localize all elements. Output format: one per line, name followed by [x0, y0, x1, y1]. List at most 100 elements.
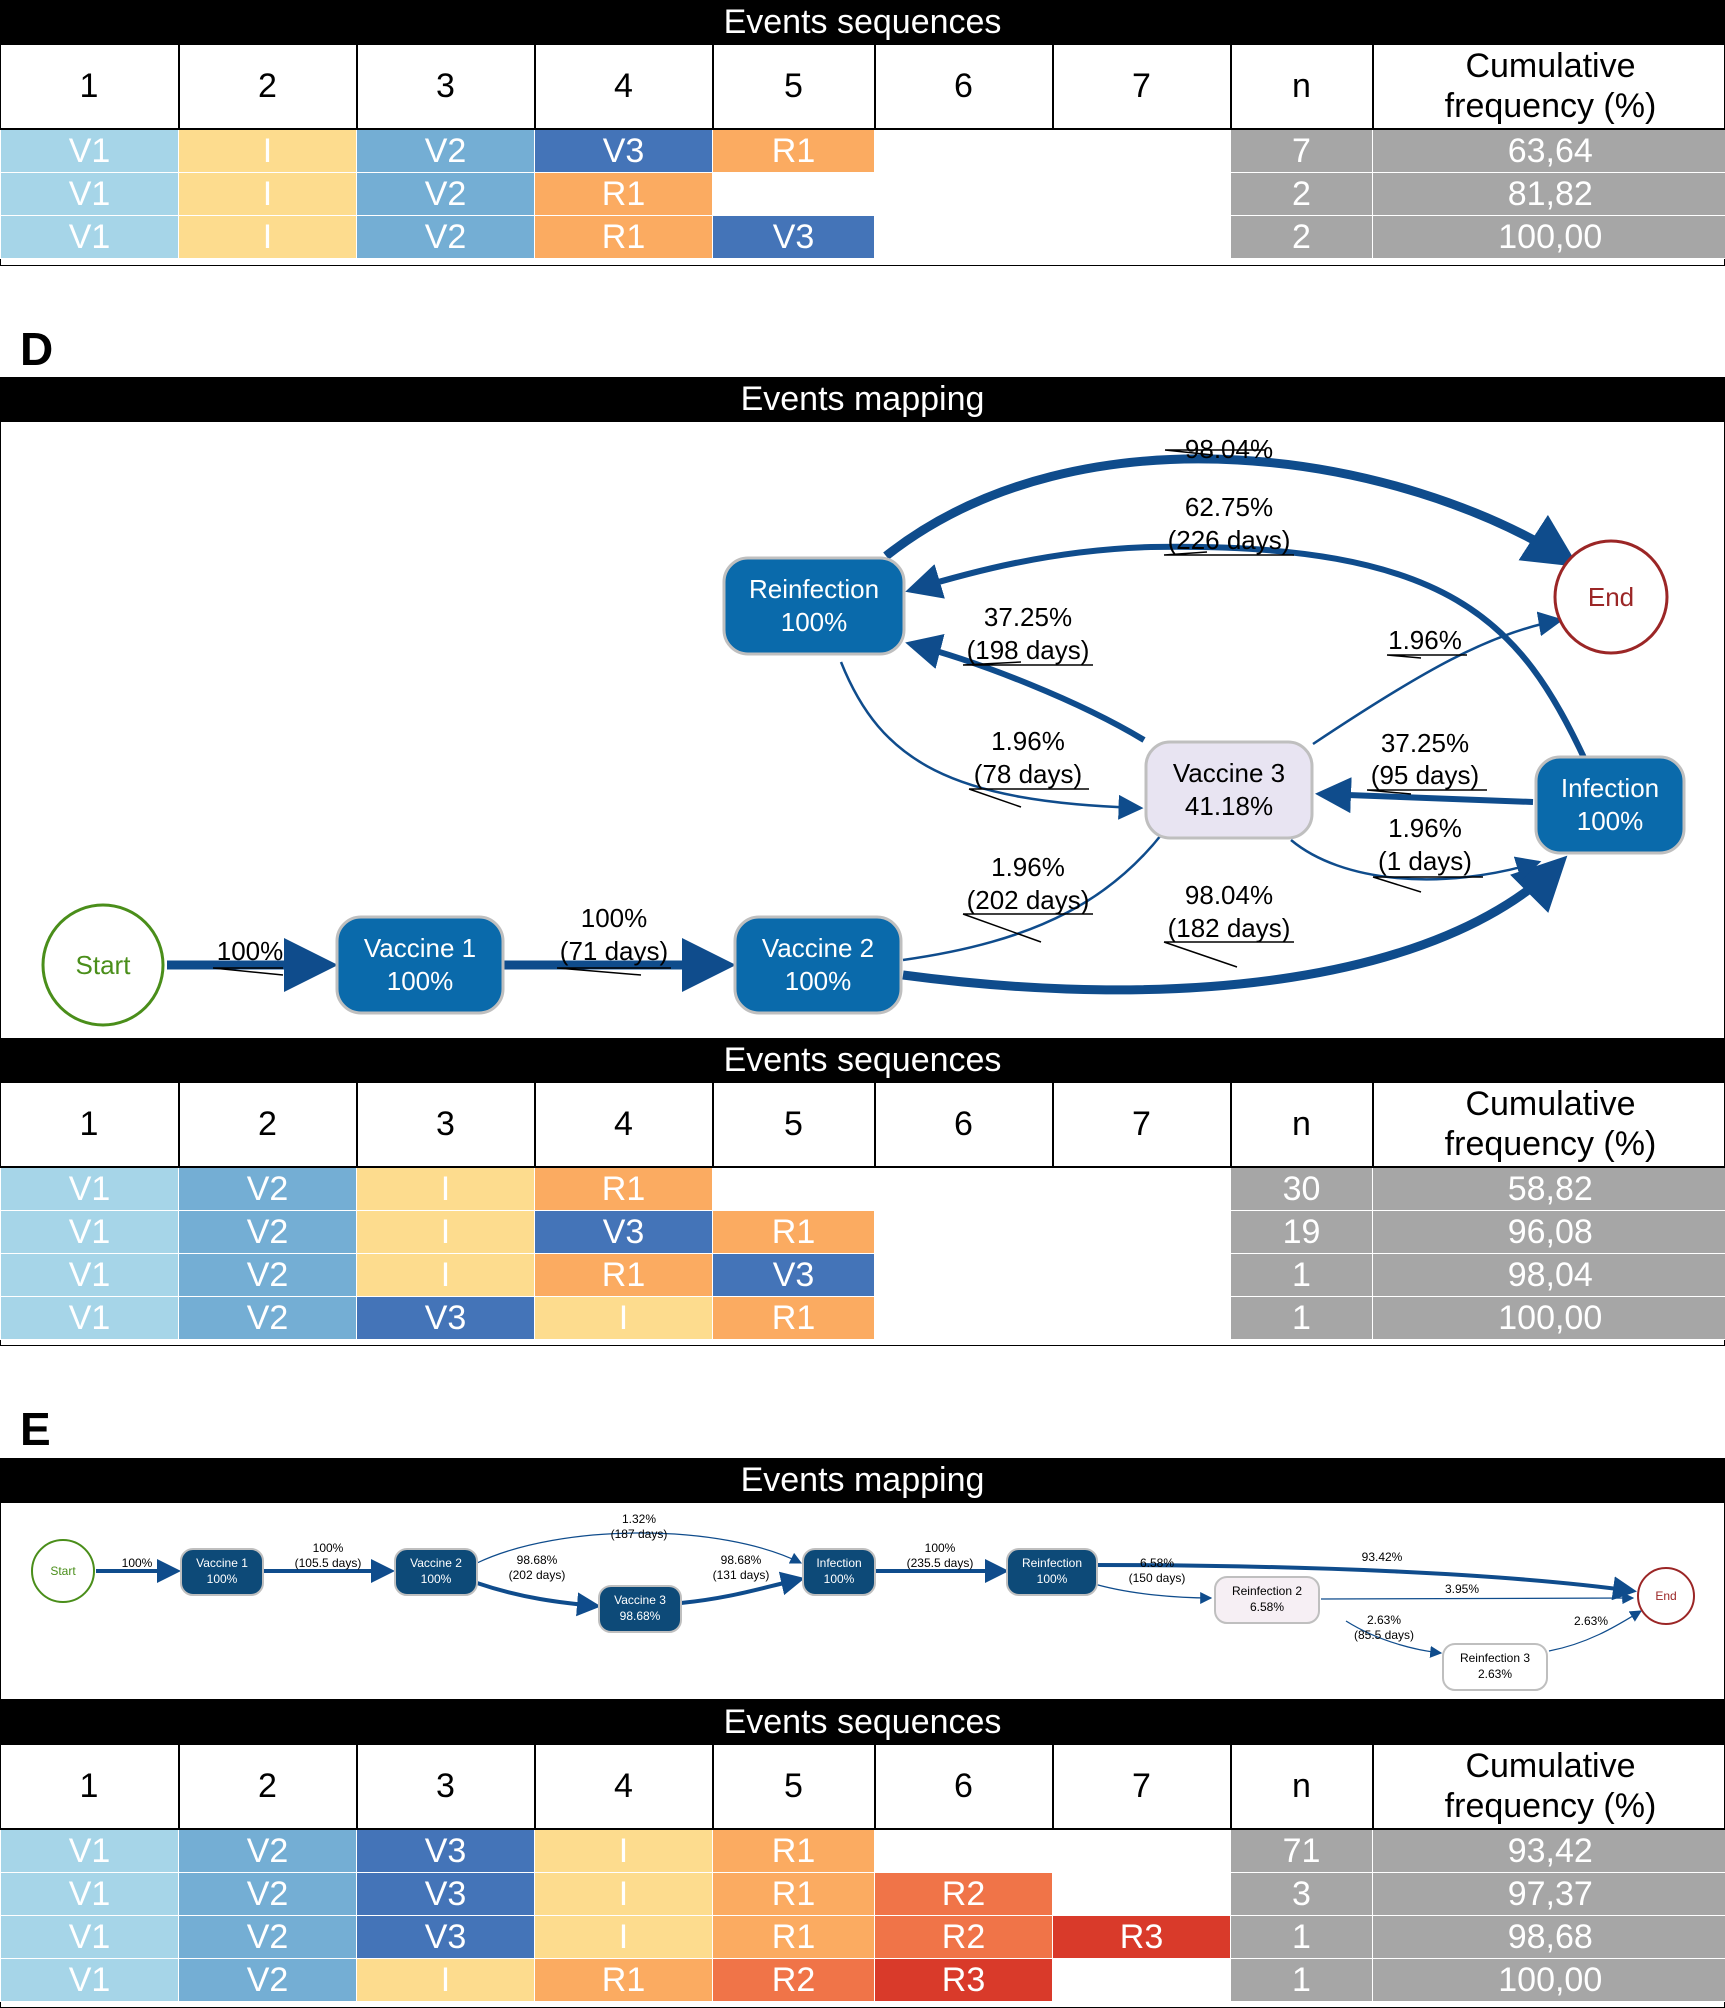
- empty-cell: [1052, 1829, 1231, 1873]
- empty-cell: [712, 1167, 875, 1211]
- node-vaccine-1: Vaccine 1 100%: [335, 915, 505, 1015]
- event-cell: V3: [356, 1915, 535, 1959]
- column-header: 3: [355, 1744, 535, 1830]
- events-map-e: 100% 100% (105.5 days) 1.32% (187 days) …: [0, 1502, 1725, 1700]
- count-cell: 1: [1230, 1296, 1373, 1340]
- edge-v3-end: [1312, 611, 1564, 746]
- empty-cell: [1052, 1210, 1231, 1254]
- edge-label-v3-end: 1.96%: [1388, 625, 1462, 655]
- events-map-d-svg: 100% 100% (71 days) 1.96% (202 days) 98.…: [41, 434, 1686, 1027]
- svg-text:100%: 100%: [421, 1572, 452, 1586]
- e-node-reinfection-2: Reinfection 2 6.58%: [1214, 1576, 1320, 1624]
- empty-cell: [874, 1167, 1053, 1211]
- event-cell: V1: [0, 1915, 179, 1959]
- event-cell: V3: [534, 1210, 713, 1254]
- svg-text:6.58%: 6.58%: [1250, 1600, 1284, 1614]
- empty-cell: [874, 1296, 1053, 1340]
- e-label-reinf-end: 93.42%: [1362, 1550, 1403, 1564]
- node-infection: Infection 100%: [1534, 755, 1686, 855]
- event-cell: I: [534, 1872, 713, 1916]
- column-header: 3: [355, 1082, 535, 1168]
- count-cell: 1: [1230, 1958, 1373, 2002]
- column-header: 4: [533, 44, 713, 130]
- cumulative-frequency-cell: 100,00: [1372, 1296, 1725, 1340]
- count-cell: 1: [1230, 1253, 1373, 1297]
- edge-reinf-v3: [839, 661, 1144, 820]
- e-label-reinf2-reinf3-days: (85.5 days): [1354, 1628, 1414, 1642]
- event-cell: V2: [178, 1915, 357, 1959]
- column-header: 2: [177, 44, 357, 130]
- event-cell: I: [534, 1296, 713, 1340]
- sequences-title-d: Events sequences: [0, 1038, 1725, 1082]
- event-cell: R1: [534, 172, 713, 216]
- edge-v3-reinf: [905, 634, 1146, 743]
- e-node-reinfection-3: Reinfection 3 2.63%: [1442, 1643, 1548, 1691]
- e-node-vaccine-3: Vaccine 3 98.68%: [598, 1585, 682, 1633]
- svg-text:Start: Start: [50, 1564, 76, 1578]
- event-cell: I: [534, 1915, 713, 1959]
- event-cell: I: [356, 1167, 535, 1211]
- empty-cell: [1052, 129, 1231, 173]
- edge-inf-reinf: [905, 543, 1589, 764]
- panel-letter-e: E: [20, 1403, 51, 1455]
- edge-label-v2-v3-pct: 1.96%: [991, 852, 1065, 882]
- e-label-v3-inf-days: (131 days): [713, 1568, 770, 1582]
- edge-label-inf-v3-days: (95 days): [1371, 760, 1479, 790]
- e-label-v1-v2-days: (105.5 days): [295, 1556, 362, 1570]
- column-header: 3: [355, 44, 535, 130]
- column-header: 6: [873, 1082, 1053, 1168]
- edge-label-reinf-v3-days: (78 days): [974, 759, 1082, 789]
- mapping-title-e: Events mapping: [0, 1458, 1725, 1502]
- event-cell: V2: [356, 129, 535, 173]
- svg-text:Reinfection 3: Reinfection 3: [1460, 1651, 1530, 1665]
- cumulative-frequency-cell: 81,82: [1372, 172, 1725, 216]
- cumulative-frequency-cell: 97,37: [1372, 1872, 1725, 1916]
- sequences-title-c: Events sequences: [0, 0, 1725, 44]
- svg-text:Reinfection: Reinfection: [1022, 1556, 1082, 1570]
- event-cell: R1: [712, 129, 875, 173]
- event-cell: I: [178, 215, 357, 259]
- cumulative-frequency-cell: 100,00: [1372, 215, 1725, 259]
- event-cell: V3: [712, 215, 875, 259]
- edge-label-start-v1: 100%: [217, 936, 284, 966]
- edge-label-reinf-v3-pct: 1.96%: [991, 726, 1065, 756]
- event-cell: V2: [178, 1253, 357, 1297]
- edge-label-inf-v3-pct: 37.25%: [1381, 728, 1469, 758]
- column-header: 2: [177, 1744, 357, 1830]
- event-cell: V1: [0, 172, 179, 216]
- edge-label-v2-inf-days: (182 days): [1168, 913, 1291, 943]
- event-cell: V1: [0, 1829, 179, 1873]
- e-label-start-v1: 100%: [122, 1556, 153, 1570]
- event-cell: R2: [874, 1872, 1053, 1916]
- empty-cell: [874, 215, 1053, 259]
- empty-cell: [874, 172, 1053, 216]
- svg-text:Reinfection 2: Reinfection 2: [1232, 1584, 1302, 1598]
- column-header: 4: [533, 1082, 713, 1168]
- svg-text:Vaccine 1: Vaccine 1: [196, 1556, 248, 1570]
- column-header: 6: [873, 1744, 1053, 1830]
- e-label-reinf-reinf2-pct: 6.58%: [1140, 1556, 1174, 1570]
- edge-v2-inf: [902, 855, 1568, 995]
- event-cell: I: [534, 1829, 713, 1873]
- empty-cell: [874, 1210, 1053, 1254]
- e-node-end: End: [1637, 1567, 1695, 1625]
- e-label-v3-inf-pct: 98.68%: [721, 1553, 762, 1567]
- column-header: 6: [873, 44, 1053, 130]
- e-node-infection: Infection 100%: [802, 1548, 876, 1596]
- event-cell: V2: [178, 1829, 357, 1873]
- empty-cell: [874, 129, 1053, 173]
- cumulative-frequency-cell: 96,08: [1372, 1210, 1725, 1254]
- e-label-v1-v2-pct: 100%: [313, 1541, 344, 1555]
- empty-cell: [1052, 172, 1231, 216]
- e-edge-reinf-end: [1090, 1563, 1637, 1601]
- e-label-inf-reinf-pct: 100%: [925, 1541, 956, 1555]
- svg-text:100%: 100%: [824, 1572, 855, 1586]
- e-label-v2-inf-pct: 1.32%: [622, 1512, 656, 1526]
- empty-cell: [712, 172, 875, 216]
- event-cell: V2: [178, 1872, 357, 1916]
